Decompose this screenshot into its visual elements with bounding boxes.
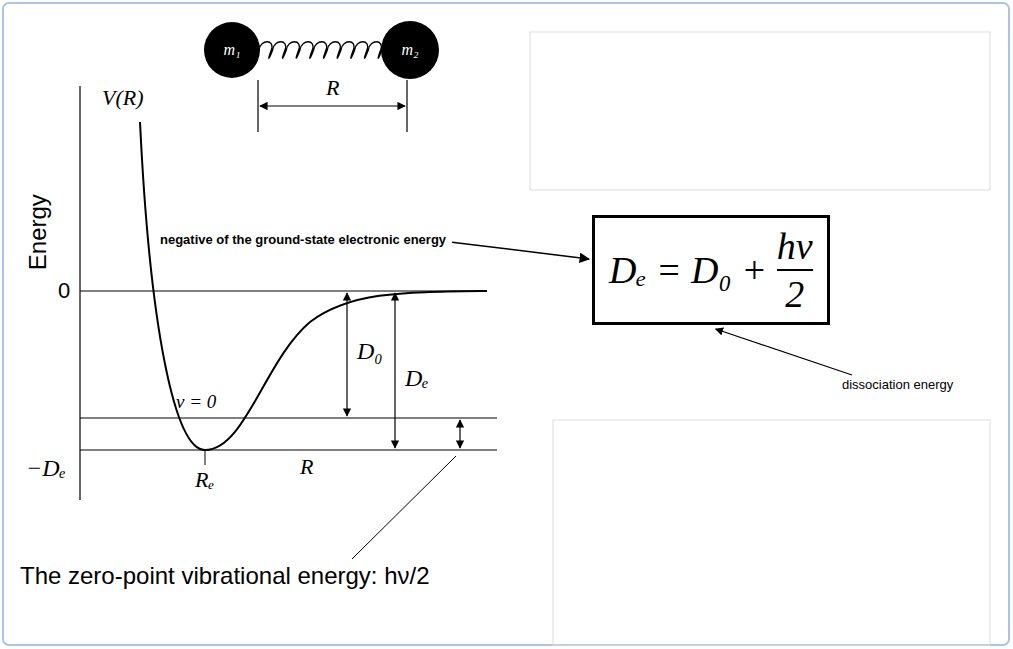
annotation: Dₑ bbox=[405, 365, 429, 391]
annotation: −Dₑ bbox=[26, 455, 66, 481]
dimension-arrow bbox=[260, 105, 405, 106]
annotation: Rₑ bbox=[195, 468, 214, 492]
frame bbox=[3, 3, 1009, 645]
energy-arrow bbox=[459, 420, 460, 448]
annotation: The zero-point vibrational energy: hν/2 bbox=[20, 563, 430, 589]
annotation: dissociation energy bbox=[842, 378, 953, 392]
leader-arrow bbox=[716, 329, 852, 375]
annotation: 0 bbox=[58, 279, 70, 303]
mass-ball: m₂ bbox=[381, 21, 439, 79]
dimension-tick bbox=[406, 80, 407, 132]
annotation: V(R) bbox=[102, 86, 144, 110]
dimension-tick bbox=[257, 80, 258, 132]
level-line bbox=[80, 450, 497, 451]
leader-arrow bbox=[452, 242, 589, 259]
potential-curve bbox=[140, 122, 487, 450]
fraction: hν2 bbox=[777, 224, 813, 316]
mass-label: m₁ bbox=[223, 41, 240, 59]
mass-label: m₂ bbox=[401, 41, 418, 59]
tick bbox=[205, 450, 206, 465]
energy-arrow bbox=[394, 293, 395, 448]
empty-panel bbox=[553, 420, 990, 645]
annotation: ν = 0 bbox=[176, 392, 216, 413]
leader-line bbox=[352, 456, 456, 559]
formula-text: Dₑ = D₀ + bbox=[609, 248, 767, 292]
energy-axis bbox=[79, 86, 80, 500]
fraction-bar bbox=[777, 269, 813, 271]
formula-text: hν bbox=[777, 224, 813, 268]
annotation: negative of the ground-state electronic … bbox=[160, 233, 446, 247]
energy-arrow bbox=[346, 293, 347, 416]
level-line bbox=[80, 418, 497, 419]
formula-box: Dₑ = D₀ +hν2 bbox=[592, 215, 830, 325]
empty-panel bbox=[530, 32, 990, 190]
annotation: R bbox=[326, 76, 339, 100]
axis-title: Energy bbox=[25, 194, 51, 270]
annotation: R bbox=[300, 455, 313, 479]
mass-ball: m₁ bbox=[204, 22, 260, 78]
annotation: D₀ bbox=[357, 338, 383, 364]
formula-text: 2 bbox=[785, 272, 804, 316]
spring-connector bbox=[259, 42, 382, 59]
